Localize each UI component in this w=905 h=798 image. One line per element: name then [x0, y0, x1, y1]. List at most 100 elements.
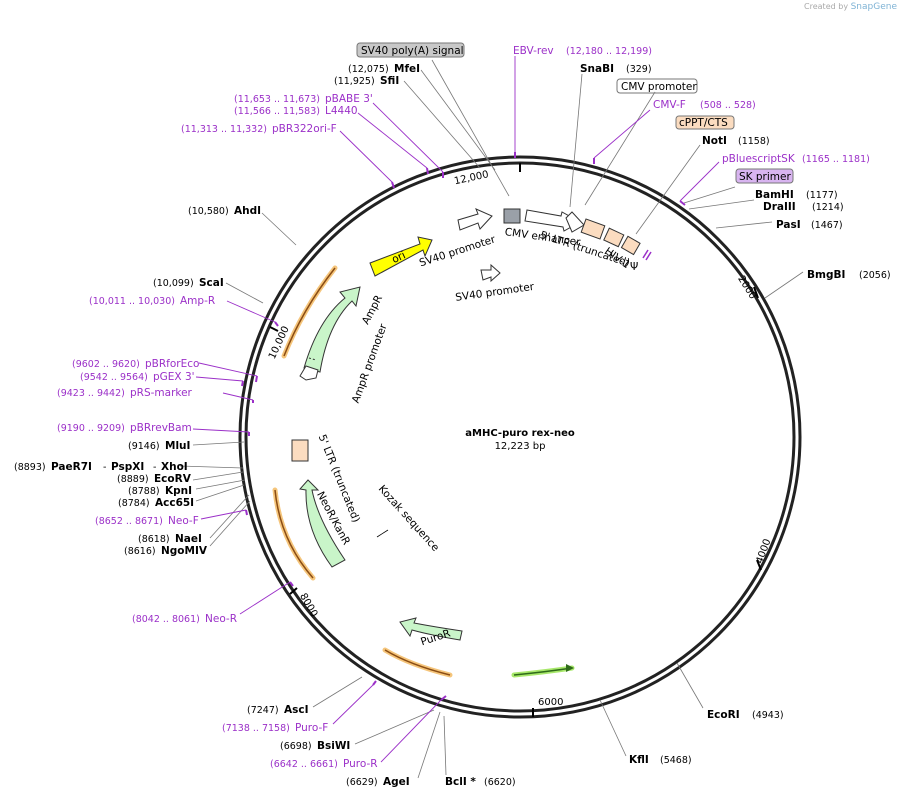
primer-pbluescriptsk: pBluescriptSK: [722, 153, 796, 165]
ltr-left-box: [291, 439, 309, 462]
credit-prefix: Created by: [804, 2, 849, 11]
enzyme-mlui-pos: (9146): [128, 441, 160, 452]
cppt-marker: [642, 249, 649, 259]
credit: Created by SnapGene: [804, 2, 897, 12]
enzyme-kfli: KflI: [629, 754, 649, 766]
enzyme-kpni: KpnI: [165, 485, 192, 497]
primer-pgex3-range: (9542 .. 9564): [80, 372, 148, 383]
primer-amp-r: Amp-R: [180, 295, 215, 307]
enzyme-snabi-pos: (329): [626, 64, 652, 75]
enzyme-mfei-pos: (12,075): [348, 64, 389, 75]
primer-amp-r-range: (10,011 .. 10,030): [89, 296, 175, 307]
ampr-promoter-label: AmpR promoter: [350, 322, 390, 405]
primer-neo-f: Neo-F: [168, 515, 199, 527]
primer-pbluescriptsk-range: (1165 .. 1181): [802, 154, 870, 165]
primer-pbrforeco: pBRforEco: [145, 358, 199, 370]
primer-puro-r-range: (6642 .. 6661): [270, 759, 338, 770]
neor-arrow: [299, 479, 346, 568]
enzyme-ngomiv: NgoMIV: [161, 545, 208, 557]
enzyme-ahdi-pos: (10,580): [188, 206, 229, 217]
orf-bottom: [382, 647, 453, 678]
enzyme-bcli: BclI *: [445, 776, 476, 788]
orf-top-left-line: [283, 267, 336, 357]
primer-l4440-range: (11,566 .. 11,583): [234, 106, 320, 117]
orf-bottom-green-head: [566, 664, 574, 672]
primer-cmv-f: CMV-F: [653, 99, 686, 111]
primer-neo-f-range: (8652 .. 8671): [95, 516, 163, 527]
cppt-text: cPPT/CTS: [679, 117, 728, 129]
primer-l4440: L4440: [325, 105, 358, 117]
ampr-label: AmpR: [360, 293, 385, 326]
primer-pbabe3: pBABE 3': [325, 93, 373, 105]
cppt-marker-2: [645, 251, 652, 261]
primer-prs-marker: pRS-marker: [130, 387, 193, 399]
enzyme-sfii: SfiI: [380, 75, 399, 87]
cppt-tag: cPPT/CTS: [675, 115, 735, 130]
ori-arrow: [369, 236, 433, 277]
enzyme-asci-pos: (7247): [247, 705, 279, 716]
enzyme-ahdi: AhdI: [234, 205, 261, 217]
primer-ebv-rev: EBV-rev: [513, 45, 554, 57]
ori-label: ori: [390, 249, 407, 266]
enzyme-draiii: DraIII: [763, 201, 796, 213]
leader-lines: [179, 59, 804, 779]
primer-puro-f-range: (7138 .. 7158): [222, 723, 290, 734]
enzyme-acc65i: Acc65I: [155, 497, 194, 509]
enzyme-bamhi: BamHI: [755, 189, 794, 201]
enzyme-bsiwi-pos: (6698): [280, 741, 312, 752]
ltr-box-1: [580, 218, 606, 240]
primer-pgex3: pGEX 3': [153, 371, 195, 383]
paer-dash-1: -: [103, 462, 106, 473]
tick-label: 12,000: [453, 169, 490, 187]
enzyme-agei-pos: (6629): [346, 777, 378, 788]
tick-2000: 2000: [735, 274, 759, 301]
kozak-connector: [376, 529, 389, 538]
sk-primer-text: SK primer: [739, 171, 791, 183]
sv40-promoter-label-1: SV40 promoter: [418, 233, 498, 269]
tick-12000: 12,000: [453, 163, 521, 187]
enzyme-ecori: EcoRI: [707, 709, 740, 721]
enzyme-kfli-pos: (5468): [660, 755, 692, 766]
enzyme-mfei: MfeI: [394, 63, 420, 75]
enzyme-paer7i: PaeR7I: [51, 461, 92, 473]
sk-primer-tag: SK primer: [735, 168, 794, 184]
primer-pbrrevbam: pBRrevBam: [130, 422, 192, 434]
ltr-box-3: [620, 235, 641, 256]
enzyme-ngomiv-pos: (8616): [124, 546, 156, 557]
enzyme-naei-pos: (8618): [138, 534, 170, 545]
enzyme-sfii-pos: (11,925): [334, 76, 375, 87]
enzyme-draiii-pos: (1214): [812, 202, 844, 213]
primer-pbabe3-range: (11,653 .. 11,673): [234, 94, 320, 105]
sv40-polya-text: SV40 poly(A) signal: [361, 45, 464, 57]
backbone-outer: [238, 155, 802, 719]
enzyme-noti-pos: (1158): [738, 136, 770, 147]
primer-neo-r: Neo-R: [205, 613, 237, 625]
primer-neo-r-range: (8042 .. 8061): [132, 614, 200, 625]
sv40-promoter-label-2: SV40 promoter: [455, 281, 536, 304]
enzyme-scai: ScaI: [199, 277, 224, 289]
cmv-promoter-arrow: [565, 211, 585, 233]
sv40-promoter-arrow-2: [480, 263, 501, 283]
plasmid-name: aMHC-puro rex-neo: [465, 428, 575, 439]
enzyme-ecorv: EcoRV: [154, 473, 192, 485]
enzyme-agei: AgeI: [383, 776, 410, 788]
ampr-dash: [308, 357, 317, 361]
primer-cmv-f-range: (508 .. 528): [700, 100, 756, 111]
primer-ebv-rev-range: (12,180 .. 12,199): [566, 46, 652, 57]
enzyme-mlui: MluI: [165, 440, 190, 452]
primer-pbr322ori-range: (11,313 .. 11,332): [181, 124, 267, 135]
enzyme-ecorv-pos: (8889): [117, 474, 149, 485]
kozak-label: Kozak sequence: [376, 483, 442, 554]
primer-pbr322ori: pBR322ori-F: [272, 123, 337, 135]
primer-pbrrevbam-range: (9190 .. 9209): [57, 423, 125, 434]
enzyme-bsiwi: BsiWI: [317, 740, 350, 752]
enzyme-kpni-pos: (8788): [128, 486, 160, 497]
tick-label: 8000: [297, 592, 319, 620]
orf-bottom-line: [384, 649, 451, 676]
plasmid-length: 12,223 bp: [495, 441, 546, 452]
primer-leader-lines: [192, 56, 720, 763]
orf-left-line: [274, 489, 314, 579]
enzyme-paer7i-pos: (8893): [14, 462, 46, 473]
psi-label: Ψ: [630, 261, 638, 273]
